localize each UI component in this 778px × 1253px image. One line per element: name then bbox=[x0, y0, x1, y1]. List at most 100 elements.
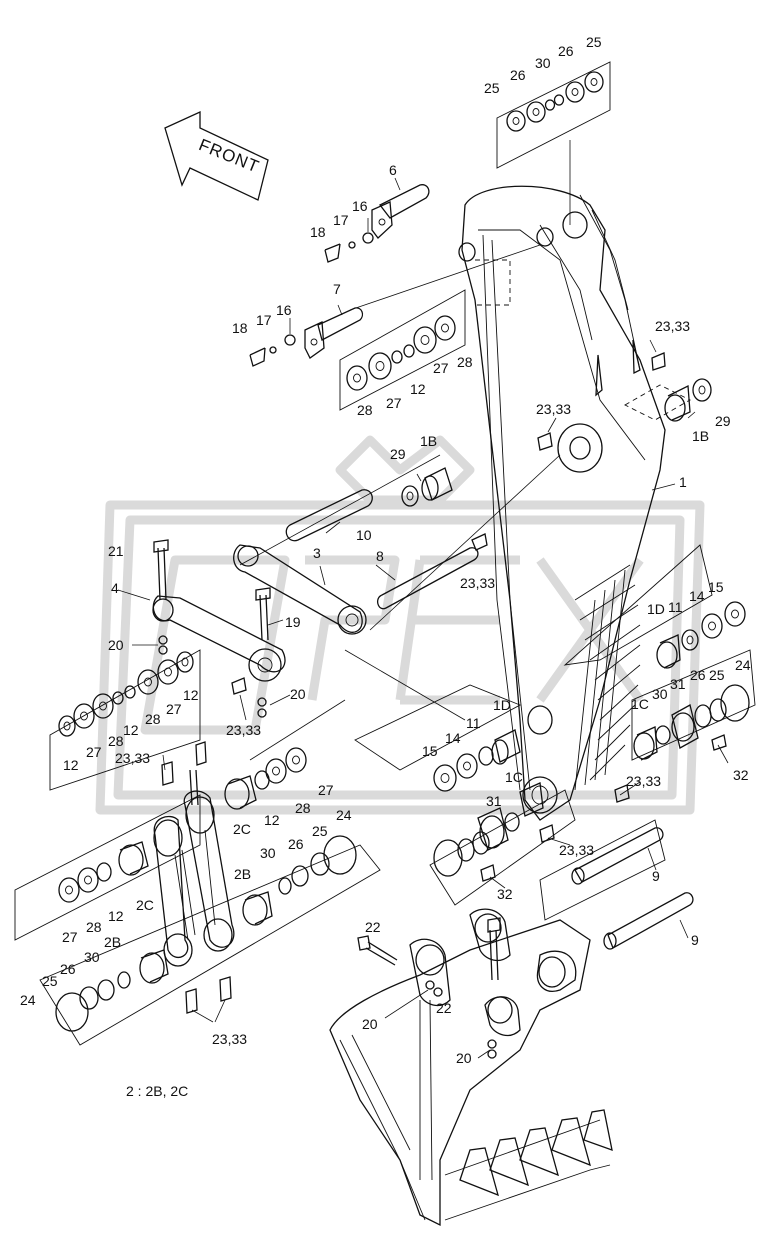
part-number: 19 bbox=[285, 614, 301, 630]
part-number: 27 bbox=[386, 395, 402, 411]
part-number: 14 bbox=[689, 588, 705, 604]
part-number: 30 bbox=[652, 686, 668, 702]
front-direction-arrow: FRONT bbox=[164, 110, 269, 201]
leader-lines bbox=[117, 177, 729, 1059]
part-number: 25 bbox=[42, 973, 58, 989]
part-number: 4 bbox=[111, 580, 119, 596]
bushings-1b bbox=[401, 352, 712, 507]
part-number: 15 bbox=[422, 743, 438, 759]
part-number: 26 bbox=[690, 667, 706, 683]
boom-arm bbox=[458, 185, 666, 821]
part-number: 17 bbox=[256, 312, 272, 328]
part-number: 25 bbox=[586, 34, 602, 50]
part-number: 31 bbox=[486, 793, 502, 809]
part-number: 16 bbox=[276, 302, 292, 318]
part-number: 12 bbox=[183, 687, 199, 703]
part-number: 1D bbox=[493, 697, 511, 713]
part-number: 1D bbox=[647, 601, 665, 617]
part-number: 23,33 bbox=[460, 575, 495, 591]
pin-assemblies-upper bbox=[249, 184, 430, 367]
part-number: 20 bbox=[362, 1016, 378, 1032]
part-number: 12 bbox=[63, 757, 79, 773]
part-number: 14 bbox=[445, 730, 461, 746]
part-number: 11 bbox=[466, 715, 481, 731]
projection-guides bbox=[14, 244, 756, 1046]
link-assembly bbox=[152, 489, 488, 718]
part-number: 32 bbox=[733, 767, 749, 783]
part-number: 23,33 bbox=[626, 773, 661, 789]
part-number: 3 bbox=[313, 545, 321, 561]
part-number: 2B bbox=[234, 866, 251, 882]
part-number: 7 bbox=[333, 281, 341, 297]
part-number: 20 bbox=[108, 637, 124, 653]
part-number: 28 bbox=[295, 800, 311, 816]
washer-stack-pin7 bbox=[346, 315, 456, 391]
part-number: 32 bbox=[497, 886, 513, 902]
part-number: 1C bbox=[505, 769, 523, 785]
part-number: 23,33 bbox=[655, 318, 690, 334]
part-number: 22 bbox=[365, 919, 381, 935]
part-number: 26 bbox=[510, 67, 526, 83]
washer-stack-right-mid bbox=[539, 601, 750, 843]
part-number: 6 bbox=[389, 162, 397, 178]
part-number: 27 bbox=[166, 701, 182, 717]
part-number: 27 bbox=[62, 929, 78, 945]
part-number: 30 bbox=[84, 949, 100, 965]
part-number: 16 bbox=[352, 198, 368, 214]
part-number: 12 bbox=[410, 381, 426, 397]
part-number: 29 bbox=[715, 413, 731, 429]
part-number: 24 bbox=[336, 807, 352, 823]
part-number: 29 bbox=[390, 446, 406, 462]
part-number: 1C bbox=[631, 696, 649, 712]
part-number: 24 bbox=[735, 657, 751, 673]
part-number: 30 bbox=[260, 845, 276, 861]
part-number: 28 bbox=[357, 402, 373, 418]
part-number: 28 bbox=[108, 733, 124, 749]
assembly-note: 2 : 2B, 2C bbox=[126, 1083, 188, 1099]
bucket bbox=[329, 908, 613, 1227]
part-number: 28 bbox=[86, 919, 102, 935]
part-number: 18 bbox=[232, 320, 248, 336]
part-number: 26 bbox=[60, 961, 76, 977]
part-number: 27 bbox=[433, 360, 449, 376]
part-number: 8 bbox=[376, 548, 384, 564]
part-number: 11 bbox=[668, 599, 683, 615]
part-number: 23,33 bbox=[115, 750, 150, 766]
part-number: 20 bbox=[290, 686, 306, 702]
part-number: 23,33 bbox=[226, 722, 261, 738]
part-number: 12 bbox=[108, 908, 124, 924]
part-number: 30 bbox=[535, 55, 551, 71]
part-number: 12 bbox=[123, 722, 139, 738]
washer-stack-center bbox=[433, 729, 544, 882]
part-number: 9 bbox=[691, 932, 699, 948]
part-number: 1 bbox=[679, 474, 687, 490]
part-number: 1B bbox=[692, 428, 709, 444]
part-number: 28 bbox=[457, 354, 473, 370]
part-number: 25 bbox=[484, 80, 500, 96]
part-number: 2C bbox=[136, 897, 154, 913]
part-number: 27 bbox=[86, 744, 102, 760]
part-number: 1B bbox=[420, 433, 437, 449]
bucket-pins-9 bbox=[571, 827, 694, 950]
part-number: 2C bbox=[233, 821, 251, 837]
part-number: 9 bbox=[652, 868, 660, 884]
part-number: 25 bbox=[709, 667, 725, 683]
part-number: 17 bbox=[333, 212, 349, 228]
part-number: 21 bbox=[108, 543, 124, 559]
part-number: 23,33 bbox=[536, 401, 571, 417]
part-number: 24 bbox=[20, 992, 36, 1008]
washer-stack-left bbox=[58, 651, 194, 737]
part-number: 20 bbox=[456, 1050, 472, 1066]
part-number: 26 bbox=[288, 836, 304, 852]
part-number: 31 bbox=[670, 676, 686, 692]
bucket-link-2 bbox=[55, 741, 357, 1032]
part-labels: 25 26 30 26 25 6 16 17 18 7 16 17 18 28 … bbox=[20, 34, 751, 1066]
part-number: 18 bbox=[310, 224, 326, 240]
part-number: 28 bbox=[145, 711, 161, 727]
part-number: 15 bbox=[708, 579, 724, 595]
part-number: 26 bbox=[558, 43, 574, 59]
part-number: 12 bbox=[264, 812, 280, 828]
part-number: 10 bbox=[356, 527, 372, 543]
top-washer-stack bbox=[496, 61, 611, 225]
